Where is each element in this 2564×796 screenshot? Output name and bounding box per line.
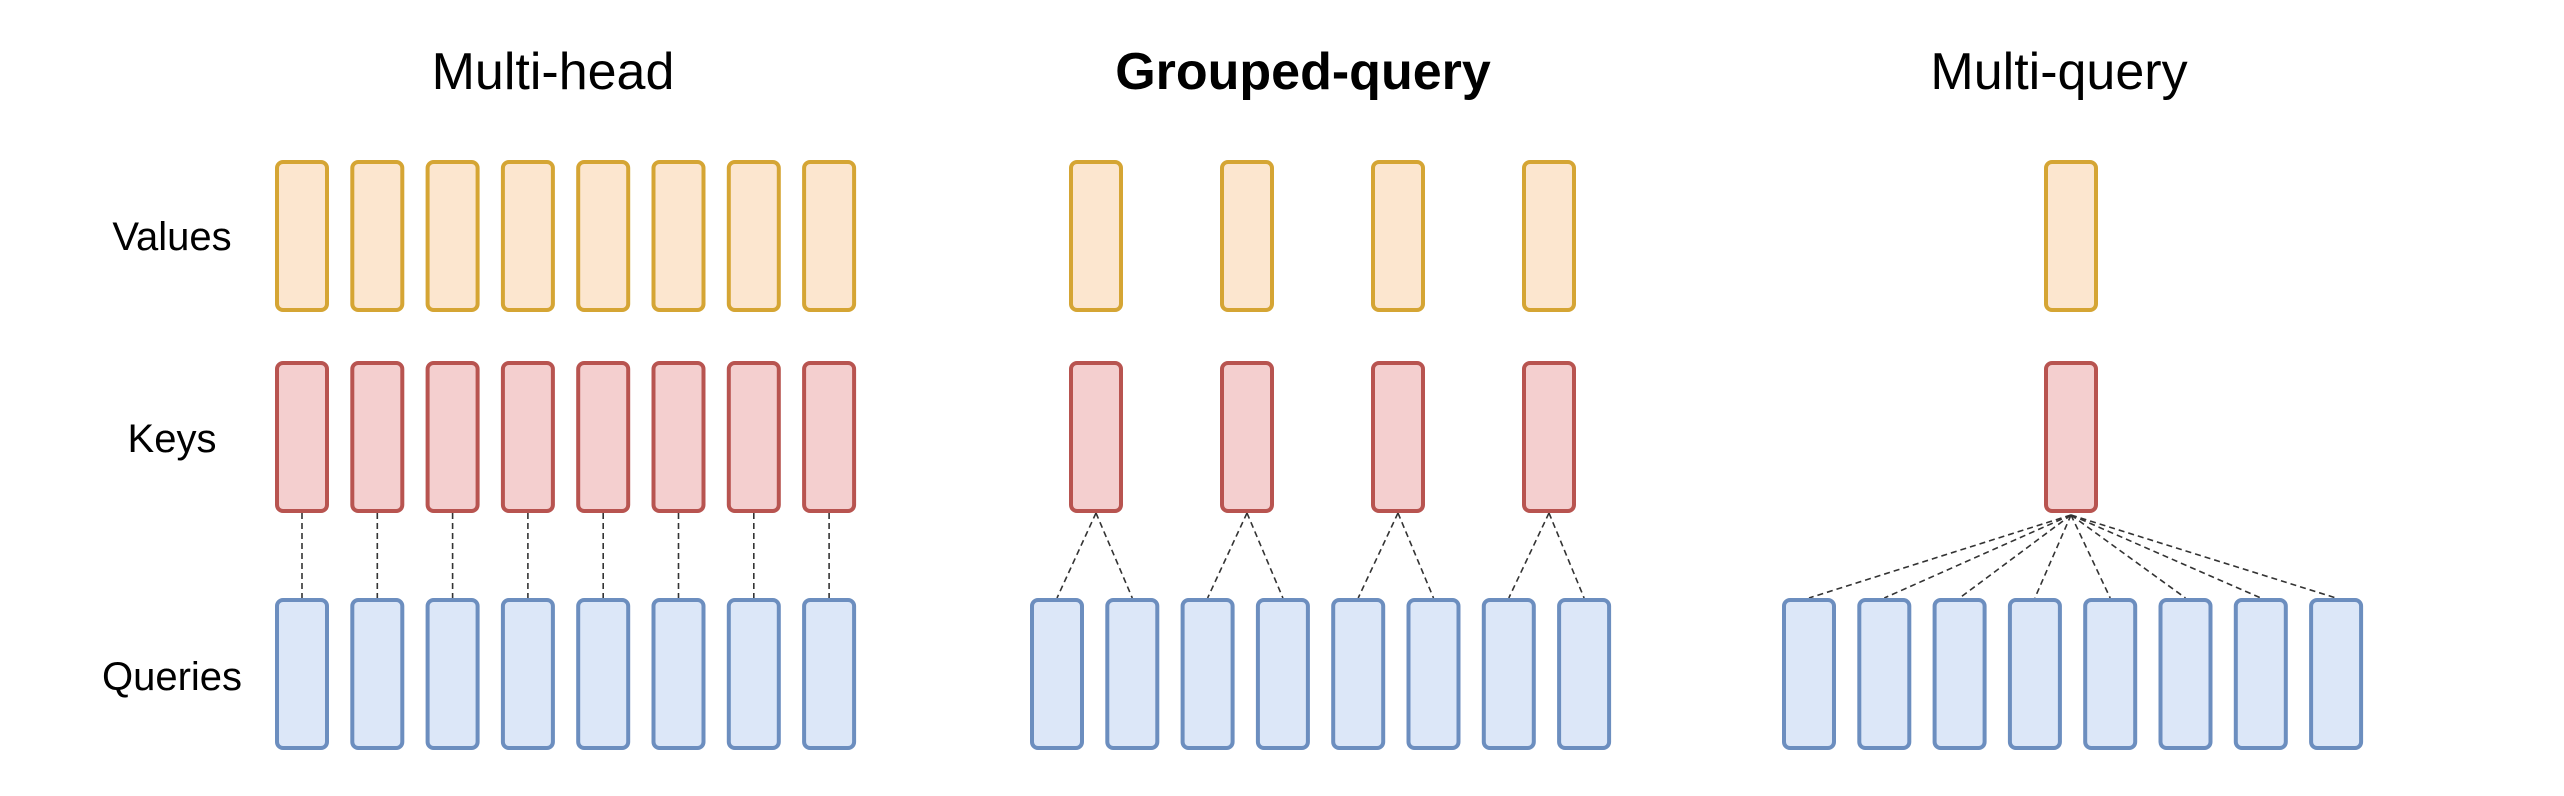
- value-head-box: [275, 160, 329, 312]
- query-head-box: [1782, 598, 1836, 750]
- query-head-box: [1857, 598, 1912, 750]
- query-head-box: [1255, 598, 1310, 750]
- key-head-box: [500, 361, 555, 513]
- dashed-connector: [1883, 514, 2072, 599]
- dashed-connector: [2070, 514, 2186, 599]
- dashed-connector: [2070, 514, 2111, 599]
- query-head-box: [1481, 598, 1536, 750]
- value-head-box: [350, 160, 405, 312]
- dashed-connector: [1397, 512, 1435, 599]
- query-head-box: [1180, 598, 1235, 750]
- dashed-connector: [2034, 514, 2072, 599]
- key-head-box: [651, 361, 706, 513]
- key-head-box: [350, 361, 405, 513]
- row-label-keys: Keys: [128, 417, 217, 461]
- dashed-connector: [2070, 514, 2262, 599]
- dashed-connector: [1095, 512, 1134, 599]
- query-head-box: [726, 598, 781, 750]
- query-head-box: [576, 598, 631, 750]
- query-head-box: [2233, 598, 2288, 750]
- panel-grouped-query: [1030, 160, 1612, 750]
- value-head-box: [802, 160, 857, 312]
- key-head-box: [1371, 361, 1425, 513]
- key-head-box: [425, 361, 480, 513]
- query-head-box: [651, 598, 706, 750]
- value-head-box: [2044, 160, 2098, 312]
- key-head-box: [1069, 361, 1123, 513]
- dashed-connector: [1206, 512, 1248, 599]
- dashed-connector: [1508, 512, 1550, 599]
- dashed-connector: [1056, 512, 1097, 599]
- dashed-connector: [1808, 514, 2072, 599]
- value-head-box: [651, 160, 706, 312]
- value-head-box: [1220, 160, 1274, 312]
- value-head-box: [1069, 160, 1123, 312]
- panel-multi-head: [275, 160, 857, 750]
- dashed-connector: [1548, 512, 1585, 599]
- key-head-box: [2044, 361, 2098, 513]
- value-head-box: [726, 160, 781, 312]
- query-head-box: [1557, 598, 1612, 750]
- value-head-box: [1522, 160, 1576, 312]
- query-head-box: [2007, 598, 2062, 750]
- query-head-box: [1932, 598, 1987, 750]
- query-head-box: [1406, 598, 1461, 750]
- key-head-box: [802, 361, 857, 513]
- value-head-box: [425, 160, 480, 312]
- query-head-box: [350, 598, 405, 750]
- dashed-connector: [2070, 514, 2337, 599]
- query-head-box: [802, 598, 857, 750]
- value-head-box: [500, 160, 555, 312]
- query-head-box: [425, 598, 480, 750]
- key-head-box: [726, 361, 781, 513]
- query-head-box: [2083, 598, 2138, 750]
- panel-multi-query: [1782, 160, 2364, 750]
- key-head-box: [1522, 361, 1576, 513]
- dashed-connector: [1246, 512, 1284, 599]
- dashed-connector: [1959, 514, 2072, 599]
- key-head-box: [1220, 361, 1274, 513]
- query-head-box: [500, 598, 555, 750]
- value-head-box: [1371, 160, 1425, 312]
- query-head-box: [1105, 598, 1160, 750]
- value-head-box: [576, 160, 631, 312]
- row-label-queries: Queries: [102, 655, 242, 699]
- panel-title-multi-query: Multi-query: [1930, 43, 2187, 101]
- key-head-box: [275, 361, 329, 513]
- query-head-box: [1331, 598, 1386, 750]
- row-label-values: Values: [112, 215, 231, 259]
- query-head-box: [275, 598, 329, 750]
- panel-title-grouped-query: Grouped-query: [1115, 43, 1491, 101]
- query-head-box: [2158, 598, 2213, 750]
- query-head-box: [1030, 598, 1084, 750]
- dashed-connector: [1357, 512, 1399, 599]
- query-head-box: [2309, 598, 2364, 750]
- key-head-box: [576, 361, 631, 513]
- panel-title-multi-head: Multi-head: [432, 43, 675, 101]
